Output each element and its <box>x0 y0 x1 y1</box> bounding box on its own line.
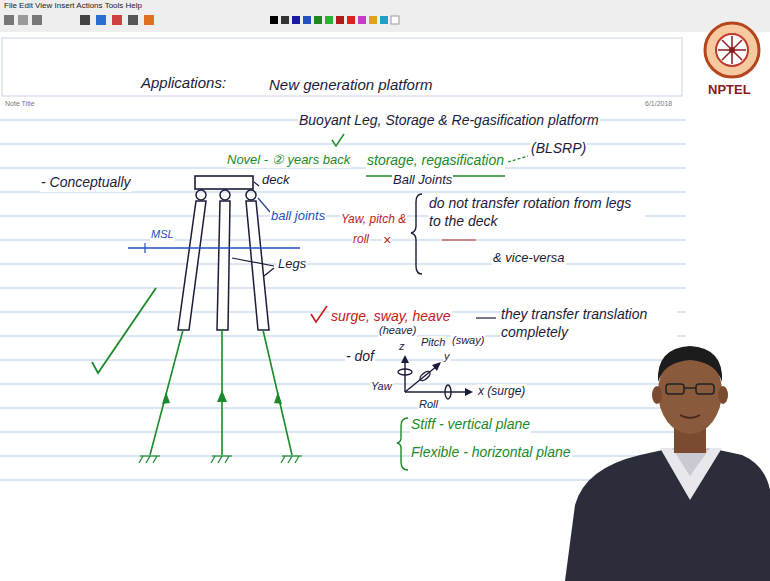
ruled-lines <box>0 120 686 480</box>
check-mark <box>332 134 344 146</box>
note: Buoyant Leg, Storage & Re-gasification p… <box>298 112 600 130</box>
check-mark <box>92 288 156 373</box>
axis-label: Pitch <box>420 336 446 350</box>
abbreviation: (BLSRP) <box>530 140 587 158</box>
note: storage, regasification <box>366 152 505 170</box>
toolbar <box>0 0 770 32</box>
leader-line <box>258 198 270 212</box>
underline <box>442 239 476 240</box>
tether <box>150 330 292 455</box>
note-date: 6/1/2018 <box>644 100 673 109</box>
check-mark <box>311 306 327 322</box>
axis-label: (sway) <box>451 334 485 348</box>
note: they transfer translation completely <box>500 306 677 341</box>
note: surge, sway, heave <box>330 308 452 326</box>
note: - Conceptually <box>40 174 132 192</box>
leader-line <box>508 156 528 162</box>
note: & vice-versa <box>492 250 566 266</box>
msl-tick <box>144 243 145 253</box>
nptel-logo <box>705 23 759 77</box>
part-name: deck <box>261 172 290 188</box>
note: do not transfer rotation from legs to th… <box>428 195 645 230</box>
toolbar-icons <box>4 15 399 25</box>
dash <box>476 317 496 318</box>
note: roll <box>352 232 370 247</box>
axis-label: Roll <box>418 398 439 412</box>
ball-joint-symbol <box>196 190 256 200</box>
heading: Applications: <box>140 74 227 93</box>
part-name: MSL <box>150 228 175 242</box>
axis-label: y <box>443 350 451 364</box>
msl-line <box>128 247 300 249</box>
brace <box>411 194 422 274</box>
note: - dof <box>345 348 375 366</box>
note-title: Note Title <box>4 100 36 109</box>
menu-bar: File Edit View Insert Actions Tools Help <box>3 1 143 11</box>
heading: New generation platform <box>268 76 433 95</box>
note: Stiff - vertical plane <box>410 416 531 434</box>
note: Novel - ② years back <box>226 152 351 168</box>
axis-label: z <box>398 340 406 354</box>
axis-label: (heave) <box>378 324 417 338</box>
axis-label: Yaw <box>370 380 393 394</box>
axis-arrowhead <box>401 355 473 396</box>
lecturer-video <box>565 346 770 581</box>
title-area <box>2 38 682 96</box>
note: Yaw, pitch & <box>340 212 407 227</box>
tether-arrow <box>162 390 282 404</box>
cross-mark: × <box>382 232 392 250</box>
seabed-hatch <box>139 456 302 463</box>
leader-line <box>254 182 259 186</box>
buoyant-leg <box>178 201 269 330</box>
note: Flexible - horizontal plane <box>410 444 572 462</box>
axis-system <box>398 360 468 399</box>
leader-line <box>232 258 274 276</box>
part-name: Legs <box>277 256 307 272</box>
brace <box>397 418 408 470</box>
note: Ball Joints <box>392 172 453 188</box>
deck <box>195 176 253 189</box>
logo-text: NPTEL <box>707 82 752 98</box>
part-name: ball joints <box>270 208 326 224</box>
axis-label: x (surge) <box>477 384 526 399</box>
